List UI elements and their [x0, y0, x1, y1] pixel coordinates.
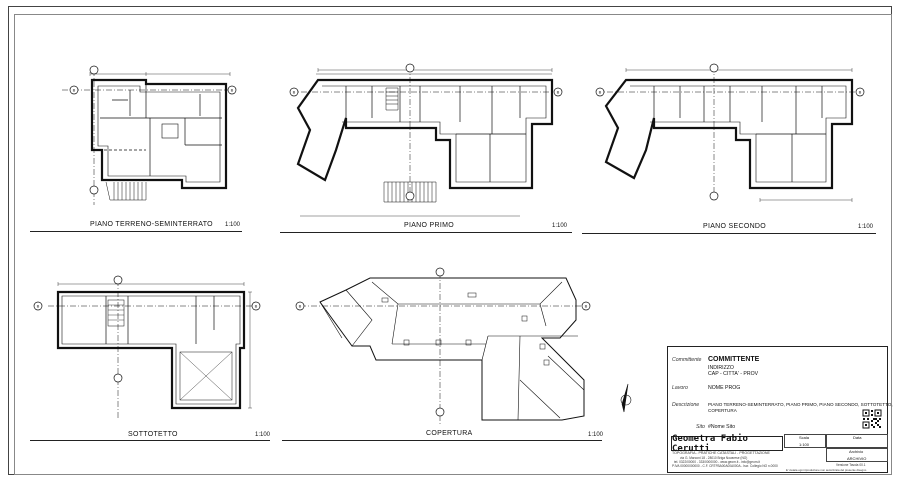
client-value: COMMITTENTE: [708, 356, 760, 363]
second-floor-scale: 1:100: [858, 224, 874, 230]
scale-label: Scala: [799, 435, 810, 440]
work-value: NOME PROG: [708, 385, 741, 391]
first-floor-plan: [290, 66, 560, 217]
caption-rule: [30, 231, 242, 232]
attic-title: SOTTOTETTO: [128, 431, 178, 438]
archive-value: ARCHIVIO: [847, 456, 867, 461]
services-text: TOPOGRAFIA - PRATICHE CATASTALI - PROGET…: [672, 451, 770, 455]
section-marker: B: [859, 90, 862, 95]
site-key: Sito: [696, 424, 705, 430]
caption-rule: [582, 233, 876, 234]
ground-floor-scale: 1:100: [225, 222, 241, 228]
archive-label: Archivio: [849, 449, 864, 454]
caption-rule: [280, 232, 572, 233]
section-marker: B: [255, 304, 258, 309]
description-value-1: PIANO TERRENO-SEMINTERRATO, PIANO PRIMO,…: [708, 402, 893, 407]
first-floor-title: PIANO PRIMO: [404, 222, 454, 229]
contact-line-1: via G. Marconi 18 - 28010 Briga Novarese…: [680, 456, 748, 460]
section-marker: B: [599, 90, 602, 95]
second-floor-plan: [596, 66, 862, 202]
section-marker: B: [585, 304, 588, 309]
version-text: Versione Tavola 00.1: [836, 463, 866, 467]
archive-cell: Archivio ARCHIVIO: [826, 448, 888, 462]
second-floor-title: PIANO SECONDO: [703, 223, 767, 230]
drawing-inner-border: [14, 14, 892, 475]
title-block: Committente COMMITTENTE INDIRIZZO CAP - …: [667, 346, 893, 473]
qr-code-icon: [862, 409, 882, 429]
description-key: Descrizione: [672, 402, 700, 408]
ground-floor-title: PIANO TERRENO-SEMINTERRATO: [90, 221, 213, 228]
brand-logo: Geometra Fabio Cerutti: [671, 434, 783, 454]
contact-line-2: tel. 0322/00000 - 333/0000000 - www.geom…: [674, 460, 760, 464]
first-floor-scale: 1:100: [552, 223, 568, 229]
section-marker: B: [299, 304, 302, 309]
roof-title: COPERTURA: [426, 430, 473, 437]
section-marker: B: [37, 304, 40, 309]
section-marker: B: [293, 90, 296, 95]
client-city: CAP - CITTA' - PROV: [708, 371, 759, 377]
client-address: INDIRIZZO: [708, 365, 734, 371]
north-arrow-icon: [620, 383, 632, 413]
description-value-2: COPERTURA: [708, 408, 737, 413]
caption-rule: [30, 440, 270, 441]
scale-value: 1:100: [799, 442, 810, 447]
date-cell: Data: [826, 434, 888, 448]
section-marker: B: [73, 88, 76, 93]
ground-floor-plan: [62, 70, 234, 205]
work-key: Lavoro: [672, 385, 688, 391]
roof-plan: [300, 272, 586, 424]
client-key: Committente: [672, 357, 702, 363]
date-label: Data: [853, 435, 862, 440]
section-marker: B: [231, 88, 234, 93]
roof-scale: 1:100: [588, 432, 604, 438]
copyright-note: E' vietata ogni riproduzione non autoriz…: [786, 468, 867, 472]
attic-scale: 1:100: [255, 432, 271, 438]
caption-rule: [282, 440, 602, 441]
scale-cell: Scala 1:100: [784, 434, 826, 448]
section-marker: B: [557, 90, 560, 95]
contact-line-3: P.IVA 00000000000 - C.F. CRTFBA00A00A000…: [672, 464, 778, 468]
attic-plan: [48, 280, 252, 420]
site-value: #Nome Sito: [708, 424, 736, 430]
